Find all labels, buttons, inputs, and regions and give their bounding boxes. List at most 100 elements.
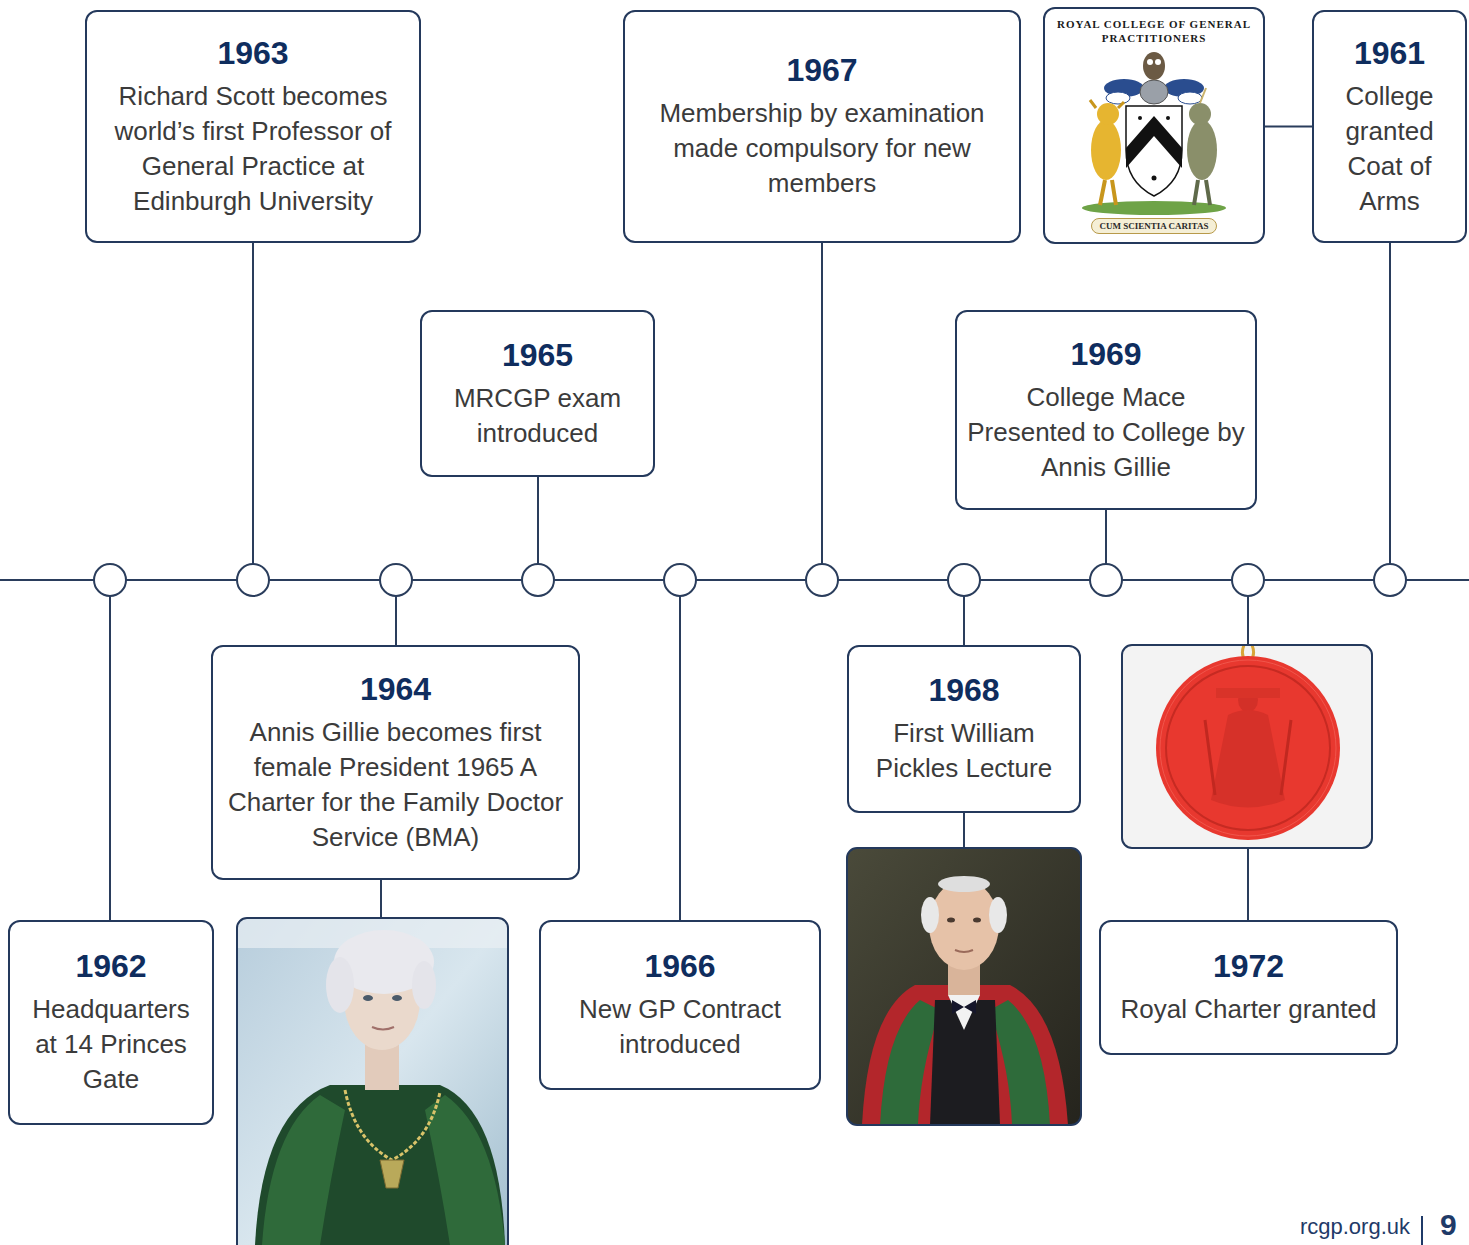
timeline-dot — [380, 564, 412, 596]
portrait-painting — [847, 848, 1081, 1125]
year-heading: 1972 — [1111, 946, 1386, 986]
event-box: 1968First William Pickles Lecture — [847, 645, 1081, 813]
portrait-painting — [326, 957, 354, 1013]
event-box: 1967Membership by examination made compu… — [623, 10, 1021, 243]
coat-of-arms — [1090, 100, 1124, 108]
seal-picture — [1216, 688, 1280, 698]
portrait-painting — [237, 918, 508, 1245]
portrait-painting — [237, 918, 508, 1245]
coat-of-arms — [1200, 88, 1206, 103]
timeline-dot — [806, 564, 838, 596]
timeline-dot — [522, 564, 554, 596]
connector-line — [1265, 126, 1312, 128]
coat-of-arms — [1138, 116, 1142, 120]
connector-line — [1389, 242, 1391, 564]
coat-of-arms — [1082, 201, 1226, 215]
arms-inscription: ROYAL COLLEGE OF GENERAL PRACTITIONERS — [1055, 17, 1253, 45]
coat-of-arms — [1147, 59, 1153, 65]
year-heading: 1969 — [967, 334, 1245, 374]
seal-picture — [1211, 710, 1285, 808]
portrait-painting — [948, 995, 980, 1030]
connector-line — [395, 596, 397, 646]
seal-picture — [1122, 645, 1372, 848]
portrait-painting — [372, 1027, 394, 1030]
arms-motto: CUM SCIENTIA CARITAS — [1091, 218, 1218, 234]
coat-of-arms — [1155, 59, 1161, 65]
event-box: 1963Richard Scott becomes world’s first … — [85, 10, 421, 243]
coat-of-arms — [1097, 103, 1119, 125]
coat-of-arms — [1091, 120, 1121, 180]
footer-separator — [1421, 1216, 1423, 1245]
event-text: First William Pickles Lecture — [859, 716, 1069, 786]
connector-line — [380, 879, 382, 919]
coat-of-arms — [1194, 180, 1210, 205]
timeline-dot — [1232, 564, 1264, 596]
timeline-dot — [1090, 564, 1122, 596]
event-box: 1962Headquarters at 14 Princes Gate — [8, 920, 214, 1125]
portrait-painting — [847, 848, 1081, 1125]
portrait-painting — [929, 880, 999, 970]
portrait-painting — [847, 848, 1081, 1125]
year-heading: 1966 — [551, 946, 809, 986]
connector-line — [0, 242, 1469, 921]
portrait-painting — [255, 1085, 505, 1245]
seal-picture — [1122, 645, 1372, 848]
portrait-painting — [380, 1160, 404, 1188]
arms-box: ROYAL COLLEGE OF GENERAL PRACTITIONERS CU… — [1043, 7, 1265, 244]
event-text: Annis Gillie becomes first female Presid… — [223, 715, 568, 855]
event-text: Royal Charter granted — [1111, 992, 1386, 1027]
connector-line — [1105, 509, 1107, 564]
coat-of-arms — [1143, 52, 1165, 80]
seal-picture — [1205, 720, 1291, 795]
connector-line — [537, 476, 539, 564]
event-text: College granted Coat of Arms — [1324, 79, 1455, 219]
year-heading: 1968 — [859, 670, 1069, 710]
portrait-painting — [363, 995, 373, 1001]
event-text: Membership by examination made compulsor… — [635, 96, 1009, 201]
portrait-painting — [425, 1095, 505, 1245]
coat-of-arms — [1189, 103, 1211, 125]
portrait-painting — [973, 918, 981, 923]
seal-picture — [1156, 656, 1340, 840]
coat-of-arms — [1140, 80, 1168, 104]
portrait-painting — [345, 1090, 440, 1160]
site-address: rcgp.org.uk — [1300, 1214, 1410, 1240]
coat-of-arms — [1166, 116, 1170, 120]
event-box: 1966New GP Contract introduced — [539, 920, 821, 1090]
coat-of-arms — [1126, 116, 1182, 168]
year-heading: 1961 — [1324, 33, 1455, 73]
portrait-painting — [947, 918, 955, 923]
portrait-painting — [237, 918, 508, 1245]
year-heading: 1964 — [223, 669, 568, 709]
portrait-painting — [262, 1095, 345, 1245]
year-heading: 1963 — [97, 33, 409, 73]
connector-line — [109, 596, 111, 921]
portrait-painting — [955, 950, 973, 952]
seal-picture — [1166, 666, 1330, 830]
timeline-dot — [94, 564, 126, 596]
portrait-painting — [921, 897, 939, 933]
year-heading: 1967 — [635, 50, 1009, 90]
timeline-dot — [94, 564, 1406, 596]
coat-of-arms — [1106, 92, 1130, 104]
portrait-painting — [237, 918, 508, 1245]
portrait-painting — [862, 985, 1068, 1125]
event-box: 1961College granted Coat of Arms — [1312, 10, 1467, 243]
coat-of-arms — [1126, 106, 1182, 196]
page-number: 9 — [1440, 1208, 1457, 1242]
portrait-painting — [847, 848, 1081, 1125]
connector-line — [252, 242, 254, 564]
portrait-painting — [412, 961, 436, 1009]
portrait-painting — [392, 995, 402, 1001]
event-box: 1972Royal Charter granted — [1099, 920, 1398, 1055]
portrait-painting — [989, 897, 1007, 933]
event-text: New GP Contract introduced — [551, 992, 809, 1062]
year-heading: 1965 — [432, 335, 643, 375]
seal-picture — [1122, 645, 1372, 848]
timeline-dot — [237, 564, 269, 596]
portrait-painting — [952, 1000, 976, 1014]
coat-of-arms — [1082, 52, 1226, 215]
event-box: 1964Annis Gillie becomes first female Pr… — [211, 645, 580, 880]
